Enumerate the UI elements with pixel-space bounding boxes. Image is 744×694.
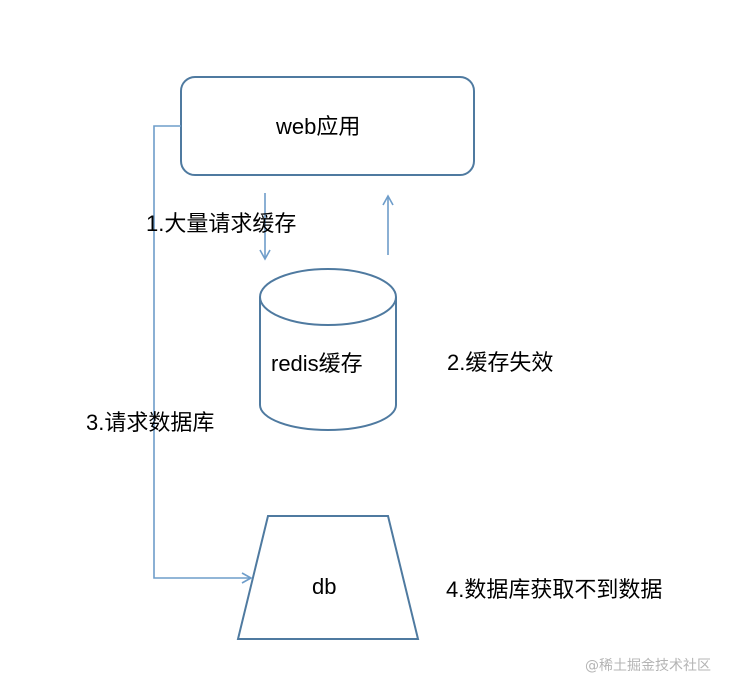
web-app-label: web应用 — [276, 114, 361, 139]
step-4-label: 4.数据库获取不到数据 — [446, 577, 663, 602]
redis-cylinder-top — [259, 268, 397, 326]
step-2-label: 2.缓存失效 — [447, 350, 554, 375]
redis-label: redis缓存 — [271, 351, 363, 376]
db-label: db — [312, 574, 337, 599]
redis-node — [259, 268, 397, 431]
redis-cylinder-body — [259, 297, 397, 431]
arrow-web-to-db — [153, 125, 253, 584]
step-1-label: 1.大量请求缓存 — [146, 211, 297, 236]
watermark: @稀土掘金技术社区 — [585, 658, 711, 674]
db-node — [236, 515, 420, 640]
step-3-label: 3.请求数据库 — [86, 410, 215, 435]
